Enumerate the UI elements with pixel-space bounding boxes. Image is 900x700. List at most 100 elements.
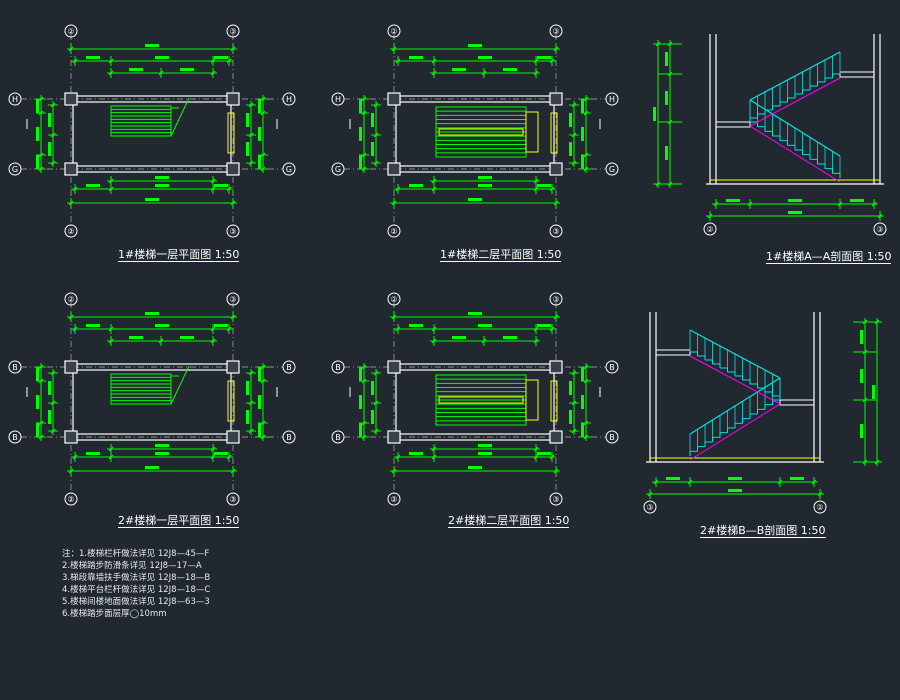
dimension-tick	[50, 132, 56, 138]
dimension-tick	[707, 213, 713, 219]
dimension-text-mark	[214, 452, 228, 455]
dimension-tick	[391, 46, 397, 52]
column	[549, 92, 563, 106]
dimension-tick	[817, 491, 823, 497]
dimension-tick	[533, 454, 539, 460]
dimension-text-mark	[359, 99, 362, 113]
dimension-text-mark	[665, 91, 668, 105]
axis-bubble	[331, 92, 345, 106]
title-plan-1-first: 1#楼梯一层平面图 1:50	[118, 248, 240, 262]
dimension-tick	[533, 446, 539, 452]
dimension-tick	[361, 434, 367, 440]
axis-label: B	[335, 363, 341, 372]
dimension-tick	[50, 102, 56, 108]
landing	[525, 111, 539, 153]
dimension-text-mark	[145, 312, 159, 315]
dimension-tick	[373, 102, 379, 108]
dimension-text-mark	[665, 52, 668, 66]
dimension-tick	[361, 420, 367, 426]
column	[387, 92, 401, 106]
axis-bubble	[387, 224, 401, 238]
column	[549, 430, 563, 444]
dimension-tick	[72, 186, 78, 192]
axis-bubble	[549, 24, 563, 38]
dimension-text-mark	[180, 68, 194, 71]
dimension-text-mark	[468, 44, 482, 47]
window	[550, 112, 558, 154]
dimension-tick	[50, 400, 56, 406]
dimension-tick	[158, 70, 164, 76]
dimension-text-mark	[359, 155, 362, 169]
dimension-tick	[583, 364, 589, 370]
dimension-text-mark	[129, 68, 143, 71]
dimension-tick	[713, 201, 719, 207]
dimension-text-mark	[145, 44, 159, 47]
dimension-tick	[260, 152, 266, 158]
dimension-tick	[50, 428, 56, 434]
dimension-text-mark	[155, 56, 169, 59]
dimension-tick	[68, 314, 74, 320]
axis-label: B	[609, 433, 615, 442]
dimension-text-mark	[478, 444, 492, 447]
axis-bubble	[282, 92, 296, 106]
landing-slab	[779, 399, 815, 406]
dimension-tick	[248, 400, 254, 406]
dimension-tick	[431, 58, 437, 64]
dimension-text-mark	[537, 56, 551, 59]
dimension-tick	[571, 428, 577, 434]
column	[226, 162, 240, 176]
stair-soffit	[689, 403, 781, 461]
dimension-tick	[653, 479, 659, 485]
dimension-tick	[38, 378, 44, 384]
axis-bubble	[64, 24, 78, 38]
dimension-text-mark	[788, 199, 802, 202]
axis-bubble	[549, 224, 563, 238]
dimension-tick	[210, 446, 216, 452]
dimension-text-mark	[86, 324, 100, 327]
dimension-tick	[533, 326, 539, 332]
note-line: 注：1.楼梯栏杆做法详见 12J8—45—F	[62, 549, 210, 559]
dimension-text-mark	[246, 113, 249, 127]
dimension-text-mark	[155, 324, 169, 327]
axis-label: G	[286, 165, 292, 174]
dimension-tick	[373, 132, 379, 138]
axis-bubble	[549, 492, 563, 506]
axis-label: ②	[390, 227, 397, 236]
axis-label: B	[286, 363, 292, 372]
dimension-tick	[230, 46, 236, 52]
dimension-tick	[50, 160, 56, 166]
dimension-tick	[68, 46, 74, 52]
axis-label: ③	[552, 495, 559, 504]
dimension-text-mark	[872, 385, 875, 399]
axis-bubble	[331, 430, 345, 444]
title-plan-2-first: 2#楼梯一层平面图 1:50	[118, 514, 240, 528]
dimension-tick	[687, 479, 693, 485]
note-line: 5.楼梯间楼地面做法详见 12J8—63—3	[62, 597, 210, 607]
dimension-tick	[361, 152, 367, 158]
dimension-tick	[431, 454, 437, 460]
dimension-text-mark	[537, 324, 551, 327]
title-section-2: 2#楼梯B—B剖面图 1:50	[700, 524, 826, 538]
dimension-tick	[583, 420, 589, 426]
dimension-text-mark	[728, 489, 742, 492]
dimension-tick	[230, 314, 236, 320]
axis-bubble	[873, 222, 887, 236]
axis-bubble	[605, 430, 619, 444]
break-line	[170, 97, 190, 137]
design-notes: 注：1.楼梯栏杆做法详见 12J8—45—F 2.楼梯踏步防滑条详见 12J8—…	[62, 548, 210, 620]
dimension-text-mark	[569, 142, 572, 156]
axis-label: ②	[390, 495, 397, 504]
dimension-tick	[260, 434, 266, 440]
dimension-tick	[361, 166, 367, 172]
axis-label: B	[12, 363, 18, 372]
dimension-text-mark	[790, 477, 804, 480]
axis-label: ②	[706, 225, 713, 234]
dimension-text-mark	[478, 176, 492, 179]
dimension-text-mark	[581, 155, 584, 169]
column	[64, 430, 78, 444]
dimension-tick	[373, 400, 379, 406]
dimension-tick	[571, 400, 577, 406]
dimension-text-mark	[36, 423, 39, 437]
axis-bubble	[643, 500, 657, 514]
dimension-tick	[481, 70, 487, 76]
